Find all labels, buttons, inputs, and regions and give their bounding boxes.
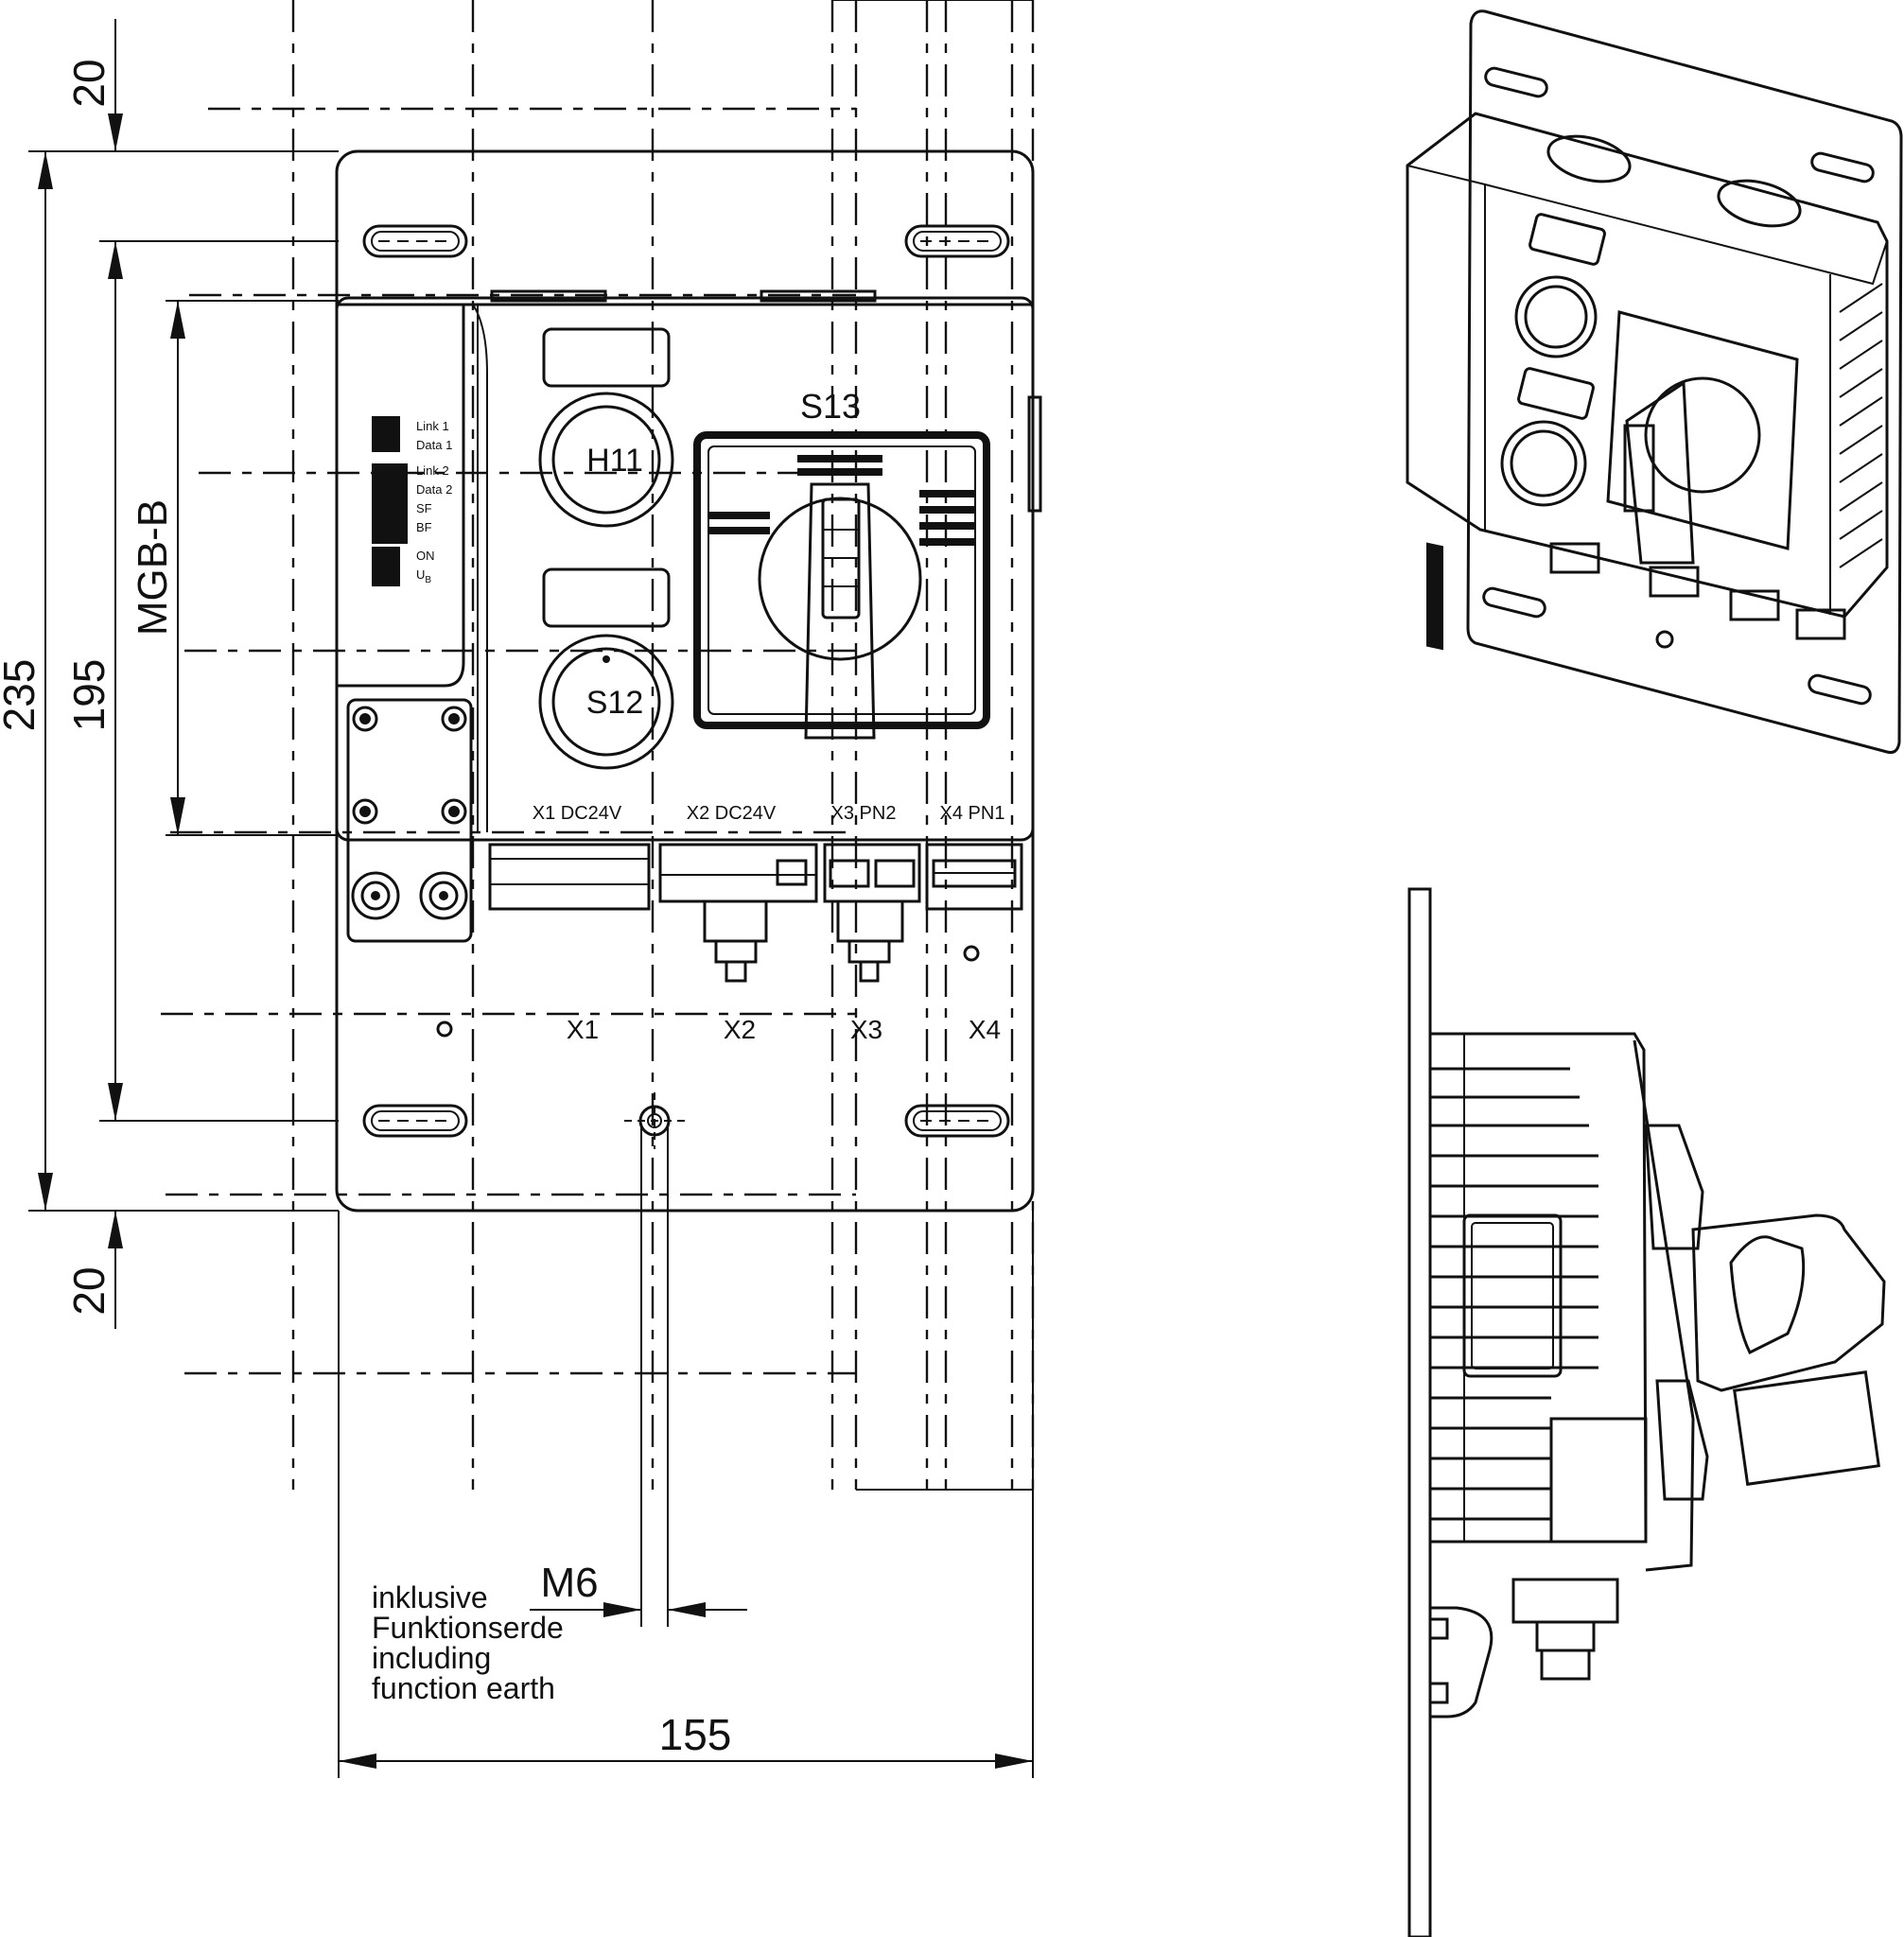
note-line-2: Funktionserde [372,1611,564,1645]
note-line-3: including [372,1641,491,1675]
slot-bottom-right [904,1104,1010,1138]
isometric-view [1406,9,1903,754]
dim-155: 155 [659,1710,732,1759]
dim-20-bottom: 20 [64,1266,114,1315]
connector-x4-label: X4 [969,1015,1001,1044]
iso-fins [1839,283,1883,568]
lamp-h11-label: H11 [586,443,643,479]
led-label-link2: Link 2 [416,463,449,478]
connector-x2 [658,843,818,983]
led-label-ub-sub: B [425,575,431,585]
function-earth-note: inklusive Funktionserde including functi… [372,1580,564,1705]
led-on-block [372,547,400,586]
dim-mgb-b: MGB-B [130,499,176,636]
connector-x4 [925,843,1023,911]
led-label-data2: Data 2 [416,482,452,497]
lamp-h11: H11 [538,327,674,528]
button-s12-label: S12 [586,685,644,721]
led-label-ub: UB [416,567,431,585]
slot-top-left [362,224,468,258]
connector-x1-top-label: X1 DC24V [533,803,622,824]
front-view: Link 1 Data 1 Link 2 Data 2 SF BF ON UB … [335,149,1042,1213]
connector-x2-label: X2 [724,1015,756,1044]
mounting-grid [161,0,1035,1491]
slot-bottom-left [362,1104,468,1138]
led-labels: Link 1 Data 1 Link 2 Data 2 SF BF ON UB [416,419,452,585]
mount-dot-left [436,1021,453,1038]
connector-x4-top-label: X4 PN1 [940,803,1005,824]
led-label-link1: Link 1 [416,419,449,433]
connector-x3-top-label: X3 PN2 [831,803,897,824]
slot-top-right [904,224,1010,258]
note-line-1: inklusive [372,1580,488,1614]
led-label-ub-main: U [416,567,425,582]
earth-hole [624,1092,685,1149]
led-link2-block [372,463,408,544]
button-s12: S12 [538,567,674,770]
led-label-bf: BF [416,520,432,534]
led-link1-block [372,416,400,452]
cover-plate [346,698,473,943]
side-view [1407,887,1886,1937]
switch-s13-label: S13 [800,387,861,426]
dim-20-top: 20 [64,59,114,107]
mount-dot-right [963,945,980,962]
dim-235: 235 [0,659,44,732]
dimension-lines [28,19,1034,1778]
led-label-on: ON [416,549,435,563]
connector-x1-label: X1 [567,1015,599,1044]
led-label-data1: Data 1 [416,438,452,452]
connector-x2-top-label: X2 DC24V [687,803,777,824]
dim-m6: M6 [540,1560,598,1606]
connector-x3 [823,843,921,983]
led-label-sf: SF [416,501,432,515]
selector-switch-s13: S13 [693,387,990,740]
dim-195: 195 [64,659,114,732]
note-line-4: function earth [372,1671,555,1705]
side-fins [1430,1067,1598,1521]
connector-x3-label: X3 [850,1015,882,1044]
connector-x1 [488,843,651,911]
